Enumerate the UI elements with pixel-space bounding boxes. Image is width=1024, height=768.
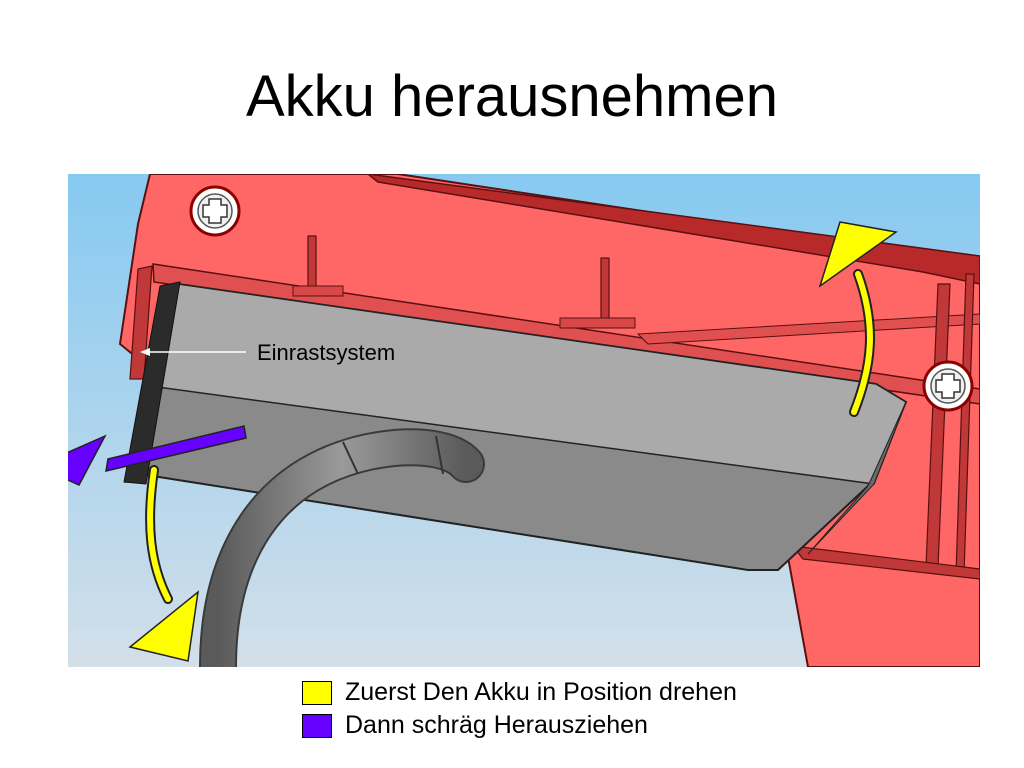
legend-label: Zuerst Den Akku in Position drehen [345, 678, 737, 706]
screw-icon [189, 185, 241, 237]
page-title: Akku herausnehmen [246, 64, 778, 129]
diagram-illustration: Einrastsystem [35, 172, 981, 686]
legend-item: Dann schräg Herausziehen [302, 709, 737, 742]
rotate-arrow-down-icon [128, 465, 200, 662]
screw-icon [922, 360, 974, 412]
battery-cable [199, 428, 485, 686]
legend-swatch-yellow [302, 680, 332, 705]
legend-label: Dann schräg Herausziehen [345, 711, 648, 739]
battery-pack [123, 281, 908, 571]
legend-item: Zuerst Den Akku in Position drehen [302, 676, 737, 709]
legend-swatch-purple [302, 713, 332, 738]
annotation-label: Einrastsystem [257, 340, 395, 365]
rotate-arrow-up-icon [818, 221, 898, 417]
legend: Zuerst Den Akku in Position drehen Dann … [302, 676, 737, 742]
annotation-pointer [140, 348, 246, 356]
